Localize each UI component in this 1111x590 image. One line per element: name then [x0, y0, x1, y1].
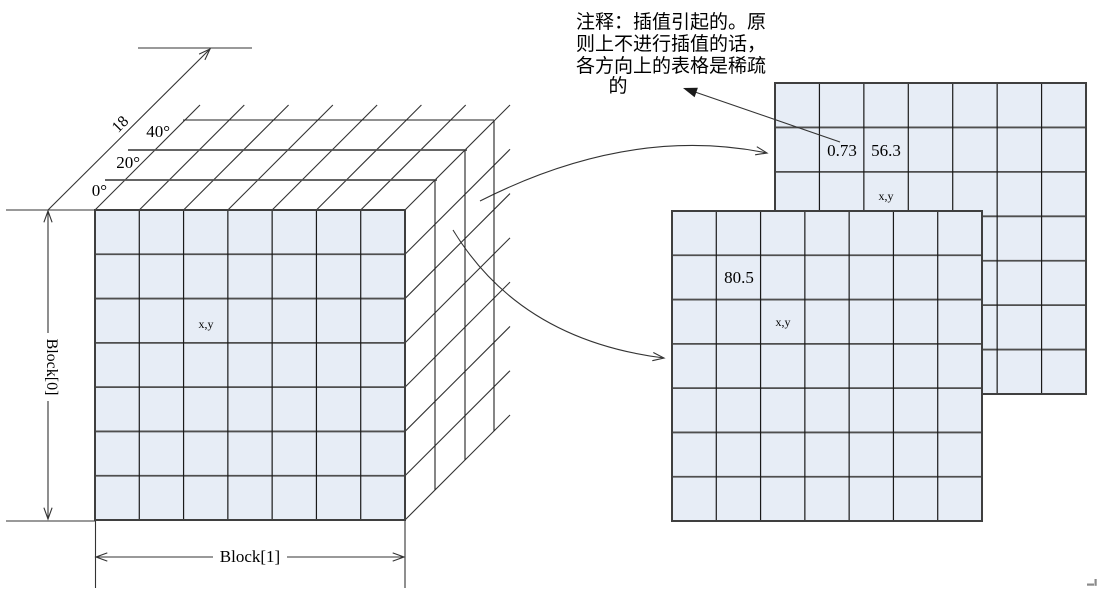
label-backing [213, 546, 287, 564]
depth-dimension: 18 [47, 47, 252, 211]
height-dim-down-arrowhead-icon [43, 507, 53, 521]
note-line-3: 各方向上的表格是稀疏 [576, 55, 766, 77]
curve-to-front-table [452, 229, 665, 359]
note-pointer-arrowhead-icon [683, 87, 698, 98]
angle-label-0: 0° [92, 181, 107, 200]
width-dimension: Block[1] [94, 521, 406, 588]
height-dim-label: Block[0] [43, 339, 60, 396]
cube-front-face [94, 209, 407, 522]
back-table-value-a: 0.73 [827, 141, 857, 160]
front-table-xy-marker: x,y [776, 315, 791, 329]
width-dim-right-arrowhead-icon [392, 552, 406, 562]
curve-to-back-table [479, 144, 768, 202]
note-line-1: 注释：插值引起的。原 [576, 11, 766, 33]
cube-depth-hatch [94, 104, 511, 521]
note-line-2: 则上不进行插值的话， [576, 33, 766, 55]
height-dimension: Block[0] [6, 209, 95, 522]
front-table-value-a: 80.5 [724, 268, 754, 287]
curve-to-front-arrowhead-icon [652, 352, 666, 362]
label-backing [45, 333, 60, 401]
width-dim-label: Block[1] [220, 547, 280, 566]
note-pointer-line [694, 91, 841, 143]
cube-to-front-table-arrow [452, 229, 666, 362]
curve-to-back-arrowhead-icon [755, 146, 769, 156]
cube-to-back-table-arrow [479, 144, 769, 202]
depth-dim-arrowhead-icon [198, 47, 212, 61]
note-text: 注释：插值引起的。原 则上不进行插值的话， 各方向上的表格是稀疏 的 [576, 11, 766, 97]
height-dim-up-arrowhead-icon [43, 209, 53, 223]
width-dim-left-arrowhead-icon [94, 552, 108, 562]
height-dim-label-group: Block[0] [43, 333, 60, 401]
artifact-bar-h [1087, 583, 1094, 586]
artifact-bar-v [1094, 579, 1097, 586]
front-table [671, 210, 984, 523]
cube-xy-marker: x,y [199, 317, 214, 331]
angle-layer-labels: 0° 20° 40° [92, 122, 170, 200]
back-table-xy-marker: x,y [879, 189, 894, 203]
depth-dim-label-group: 18 [104, 108, 136, 140]
back-table-value-b: 56.3 [871, 141, 901, 160]
angle-label-20: 20° [116, 153, 140, 172]
label-backing [104, 108, 136, 140]
note-line-4: 的 [608, 75, 627, 97]
depth-dimension-line [47, 48, 211, 211]
angle-label-40: 40° [146, 122, 170, 141]
cursor-artifact [1087, 579, 1097, 586]
